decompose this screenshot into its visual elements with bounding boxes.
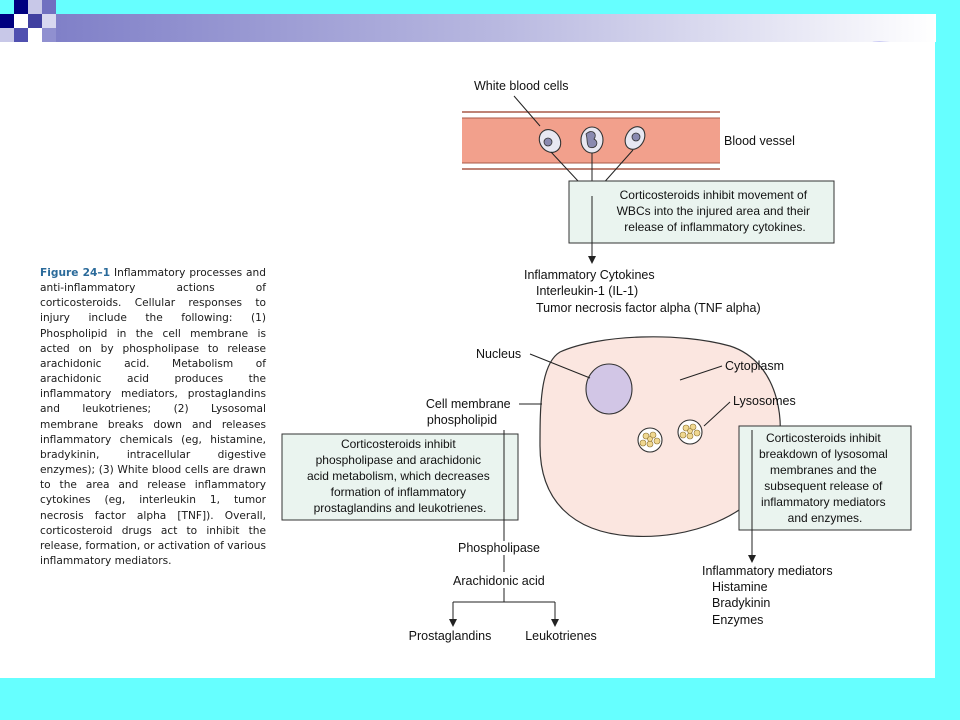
note-lysosomal-text: Corticosteroids inhibit breakdown of lys… [759, 431, 891, 525]
white-blood-cell [580, 126, 604, 154]
note-lysosomal-line: membranes and the [770, 463, 877, 477]
cell-membrane-label: Cell membrane phospholipid [426, 397, 514, 427]
header-gradient-bar [56, 14, 936, 42]
white-blood-cell [538, 129, 562, 153]
mediator-item: Bradykinin [712, 596, 770, 610]
frame-right-band [935, 0, 960, 720]
note-lysosomal-line: breakdown of lysosomal [759, 447, 888, 461]
header-square [0, 28, 14, 42]
header-square [14, 14, 28, 28]
nucleus-label: Nucleus [476, 347, 521, 361]
nucleus [585, 363, 633, 415]
cell-membrane-line: phospholipid [427, 413, 497, 427]
white-blood-cell [624, 126, 646, 150]
header-square [28, 14, 42, 28]
cytoplasm-pointer [679, 365, 723, 381]
header-square [14, 0, 28, 14]
header-square [42, 28, 56, 42]
cytokine-item: Tumor necrosis factor alpha (TNF alpha) [536, 301, 761, 315]
note-wbc-line: release of inflammatory cytokines. [624, 220, 805, 234]
note-box-lysosomal [738, 425, 912, 531]
header-square [0, 0, 14, 14]
note-phospholipase-line: acid metabolism, which decreases [307, 469, 490, 483]
lysosome [677, 419, 703, 445]
note-lysosomal-line: inflammatory mediators [761, 495, 886, 509]
nucleus-pointer [529, 353, 591, 379]
leukotrienes-label: Leukotrienes [525, 629, 597, 643]
header-square [28, 28, 42, 42]
figure-caption: Figure 24–1 Inflammatory processes and a… [40, 266, 266, 569]
cytokine-item: Interleukin-1 (IL-1) [536, 284, 638, 298]
frame-bottom-band [0, 678, 960, 720]
note-wbc-line: WBCs into the injured area and their [617, 204, 810, 218]
note-phospholipase-line: formation of inflammatory [331, 485, 466, 499]
header-square [42, 14, 56, 28]
figure-caption-text: Inflammatory processes and anti-inflamma… [40, 267, 266, 567]
wbc-label-pointer [513, 95, 541, 127]
phospholipase-label: Phospholipase [458, 541, 540, 555]
note-wbc-line: Corticosteroids inhibit movement of [620, 188, 808, 202]
lysosomes-pointer [703, 401, 731, 427]
note-lysosomal-line: and enzymes. [788, 511, 863, 525]
note-phospholipase-line: Corticosteroids inhibit [341, 437, 456, 451]
cytokines-title: Inflammatory Cytokines [524, 268, 655, 282]
prostaglandins-label: Prostaglandins [409, 629, 492, 643]
header-square [14, 28, 28, 42]
lysosomes-label: Lysosomes [733, 394, 796, 408]
note-wbc-text: Corticosteroids inhibit movement of WBCs… [617, 188, 814, 234]
header-square [28, 0, 42, 14]
note-lysosomal-line: subsequent release of [764, 479, 883, 493]
lysosome [637, 427, 663, 453]
mediators-title: Inflammatory mediators [702, 564, 833, 578]
note-box-wbc [568, 180, 835, 244]
cytoplasm-label: Cytoplasm [725, 359, 784, 373]
note-phospholipase-line: phospholipase and arachidonic [316, 453, 481, 467]
figure-label: Figure 24–1 [40, 267, 111, 279]
cell-membrane-line: Cell membrane [426, 397, 511, 411]
mediator-item: Histamine [712, 580, 768, 594]
note-phospholipase-text: Corticosteroids inhibit phospholipase an… [307, 437, 493, 515]
note-phospholipase-line: prostaglandins and leukotrienes. [314, 501, 487, 515]
note-box-phospholipase [281, 433, 519, 521]
mediator-item: Enzymes [712, 613, 763, 627]
blood-vessel-label: Blood vessel [724, 134, 795, 148]
header-square [42, 0, 56, 14]
header-square [0, 14, 14, 28]
arachidonic-acid-label: Arachidonic acid [453, 574, 545, 588]
white-blood-cells-label: White blood cells [474, 79, 569, 93]
note-lysosomal-line: Corticosteroids inhibit [766, 431, 881, 445]
